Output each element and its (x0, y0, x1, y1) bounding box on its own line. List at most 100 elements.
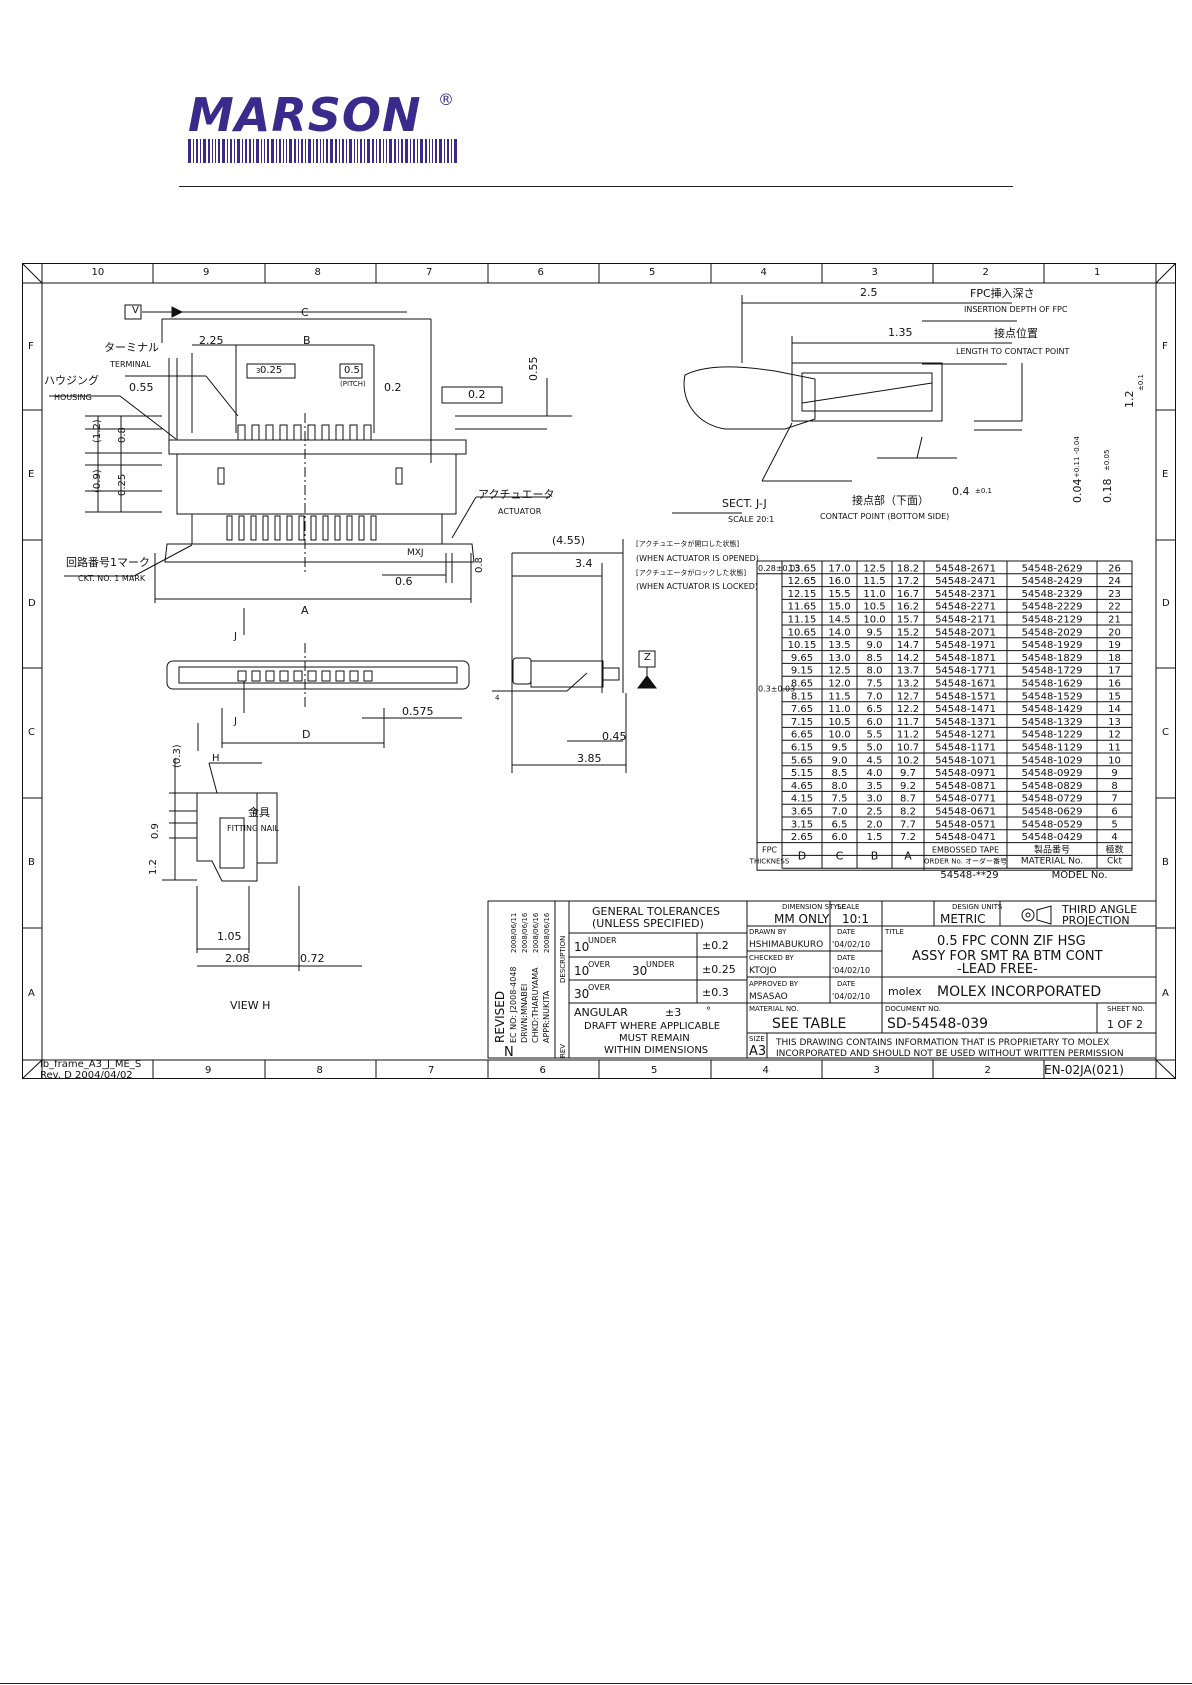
dim-label: SECT. J-J (722, 497, 767, 510)
table-cell: 54548-1329 (1022, 717, 1083, 728)
dim-label: SCALE 20:1 (728, 515, 775, 524)
dim-label: VIEW H (230, 999, 271, 1012)
dim-label: D (302, 728, 311, 741)
titleblock-text: SEE TABLE (772, 1016, 846, 1032)
table-cell: 7.0 (832, 807, 848, 818)
titleblock-text: APPROVED BY (749, 980, 799, 988)
titleblock-text: EC NO: J2008-4048 (509, 966, 518, 1043)
table-cell: 17.2 (897, 576, 919, 587)
frame-col-label: 10 (91, 267, 105, 278)
table-cell: 54548-1371 (935, 717, 996, 728)
table-cell: 15.7 (897, 615, 919, 626)
table-cell: 7.5 (832, 794, 848, 805)
sheet-code: EN-02JA(021) (1044, 1063, 1124, 1077)
drawing-svg: 0.28±0.030.3±0.0313.6517.012.518.254548-… (22, 263, 1176, 1080)
dim-label: [アクチュエータが開口した状態] (636, 540, 740, 548)
thickness-b: 0.3±0.03 (758, 685, 795, 694)
frame-row-label: F (28, 340, 34, 352)
marson-logo: MARSON ® (188, 90, 460, 164)
dim-label: B (303, 334, 311, 347)
table-cell: 9.0 (867, 640, 883, 651)
table-cell: 54548-0971 (935, 768, 996, 779)
titleblock-text: 30 (574, 987, 589, 1001)
table-cell: 11.2 (897, 730, 919, 741)
table-cell: 12.2 (897, 704, 919, 715)
dim-label: 3 (256, 367, 261, 375)
frame-row-label: D (1162, 598, 1170, 609)
titleblock-text: DOCUMENT NO. (885, 1005, 941, 1013)
table-cell: 13 (1108, 717, 1121, 728)
dim-label: ±0.05 (1103, 449, 1111, 471)
title-line3: -LEAD FREE- (957, 962, 1038, 977)
dim-label: (1.2) (92, 419, 103, 443)
dim-label: ±0.1 (1137, 374, 1145, 391)
front-view (166, 608, 470, 751)
table-header: B (871, 850, 879, 863)
frame-col-label: 9 (205, 1065, 212, 1076)
table-cell: 18 (1108, 653, 1121, 664)
dim-label: 0.8 (474, 557, 485, 573)
table-cell: 6.5 (867, 704, 883, 715)
table-cell: 16.2 (897, 602, 919, 613)
titleblock-text: THIRD ANGLE (1061, 903, 1137, 916)
table-cell: 2.65 (791, 832, 813, 843)
table-cell: 54548-2629 (1022, 563, 1083, 574)
table-cell: 6.5 (832, 819, 848, 830)
dim-label: 5 (253, 808, 258, 816)
dim-label: CKT. NO. 1 MARK (78, 574, 146, 583)
table-cell: 6 (1111, 807, 1117, 818)
model-number: 54548-**29 (940, 870, 998, 881)
titleblock-text: DRWN:MNABEI (520, 984, 529, 1043)
titleblock-text: MM ONLY (774, 912, 830, 926)
table-cell: 54548-1629 (1022, 679, 1083, 690)
titleblock-text: HSHIMABUKURO (749, 940, 823, 950)
table-cell: 54548-1129 (1022, 743, 1083, 754)
table-cell: 3.0 (867, 794, 883, 805)
titleblock-text: UNDER (588, 936, 617, 945)
table-cell: 10.5 (863, 602, 885, 613)
table-cell: 3.15 (791, 819, 813, 830)
titleblock-text: 30 (632, 964, 647, 978)
table-cell: 16.0 (828, 576, 850, 587)
table-cell: 13.7 (897, 666, 919, 677)
table-cell: 24 (1108, 576, 1121, 587)
dim-label: C (301, 306, 309, 319)
frame-col-label: 1 (1094, 267, 1101, 278)
table-cell: 54548-1529 (1022, 691, 1083, 702)
table-cell: 17 (1108, 666, 1121, 677)
table-cell: 54548-1829 (1022, 653, 1083, 664)
table-cell: 5.0 (867, 743, 883, 754)
titleblock-text: MSASAO (749, 992, 788, 1002)
table-cell: 54548-1029 (1022, 755, 1083, 766)
table-cell: 54548-2329 (1022, 589, 1083, 600)
model-label: MODEL No. (1052, 870, 1108, 881)
frame-row-label: E (1162, 469, 1169, 480)
table-cell: 23 (1108, 589, 1121, 600)
frame-row-label: A (28, 988, 35, 999)
table-cell: 10.7 (897, 743, 919, 754)
table-header: ORDER No. オーダー番号 (924, 857, 1007, 866)
table-cell: 54548-2671 (935, 563, 996, 574)
dim-label: (PITCH) (340, 380, 366, 388)
dim-label: Z (644, 652, 651, 663)
dim-label: アクチュエータ (478, 488, 555, 501)
table-cell: 54548-1429 (1022, 704, 1083, 715)
titleblock-text: SCALE (837, 903, 859, 911)
titleblock-text: UNDER (646, 960, 675, 969)
frame-col-label: 4 (762, 1065, 769, 1076)
table-cell: 15 (1108, 691, 1121, 702)
table-cell: 2.5 (867, 807, 883, 818)
dim-label: 回路番号1マーク (66, 556, 150, 569)
titleblock-text: ±0.25 (702, 963, 736, 976)
titleblock-text: A3 (749, 1044, 766, 1059)
table-cell: 54548-1271 (935, 730, 996, 741)
dim-label: HOUSING (54, 393, 92, 402)
table-cell: 13.2 (897, 679, 919, 690)
dim-label: (4.55) (552, 534, 586, 547)
dim-label: 0.25 (260, 365, 283, 376)
dim-label: 3.85 (577, 752, 602, 765)
footer-divider (0, 1683, 1192, 1684)
titleblock-text: ±3 (665, 1006, 681, 1019)
table-cell: 9.7 (900, 768, 916, 779)
